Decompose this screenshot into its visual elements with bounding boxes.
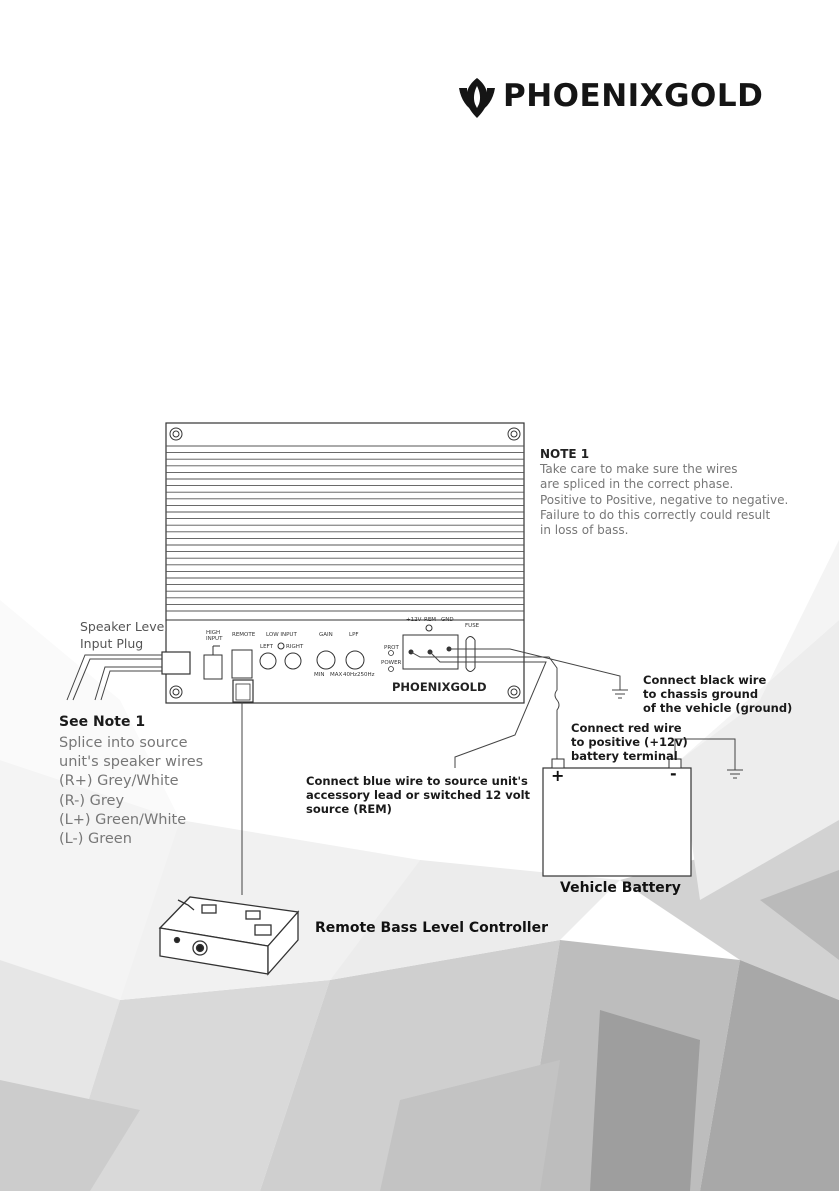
speaker-plug-label: Speaker Level Input Plug (80, 618, 168, 652)
callout-line: battery terminal (571, 748, 678, 763)
splice-line: (L-) Green (59, 831, 132, 848)
callout-line: Connect black wire (643, 673, 767, 687)
panel-max-label: MAX (330, 672, 343, 678)
panel-prot-label: PROT (384, 645, 399, 651)
corner-screws (169, 427, 521, 699)
panel-brand-logo: PHOENIXGOLD (392, 680, 487, 694)
panel-rem-label: REM (424, 617, 437, 623)
splice-instructions: Splice into source unit's speaker wires … (59, 734, 203, 849)
callout-line: Connect red wire (571, 721, 682, 735)
remote-controller-device (158, 896, 300, 976)
speaker-plug-line: Speaker Level (80, 619, 168, 634)
remote-controller-label: Remote Bass Level Controller (315, 920, 548, 936)
note-line: Positive to Positive, negative to negati… (540, 492, 789, 507)
fuse (465, 636, 476, 672)
brand-logo: PHOENIXGOLD (455, 74, 775, 126)
note-title: NOTE 1 (540, 447, 590, 461)
splice-line: Splice into source (59, 735, 188, 751)
speaker-input-plug (161, 651, 191, 675)
callout-line: to positive (+12v) (571, 734, 688, 749)
panel-fuse-label: FUSE (465, 623, 480, 629)
note-body: Take care to make sure the wires are spl… (540, 462, 830, 538)
phoenix-icon (459, 78, 495, 118)
remote-jack (231, 649, 253, 679)
panel-low-input-label: LOW INPUT (266, 632, 297, 638)
brand-name: PHOENIXGOLD (503, 78, 764, 114)
vehicle-battery (542, 767, 692, 877)
panel-high-input-label: HIGH INPUT (206, 630, 223, 642)
callout-line: of the vehicle (ground) (643, 700, 793, 715)
power-terminal (402, 624, 459, 670)
speaker-wires (66, 654, 162, 701)
remote-wire (429, 651, 547, 768)
note-line: in loss of bass. (540, 523, 629, 538)
callout-line: to chassis ground (643, 686, 759, 701)
panel-lpf-label: LPF (349, 632, 359, 638)
note-line: are spliced in the correct phase. (540, 477, 734, 492)
panel-right-label: RIGHT (286, 644, 304, 650)
callout-line: source (REM) (306, 801, 392, 816)
note-line: Failure to do this correctly could resul… (540, 507, 771, 522)
note-line: Take care to make sure the wires (540, 462, 738, 476)
panel-left-label: LEFT (260, 644, 273, 650)
high-input-connector (203, 645, 223, 680)
battery-ground-wire (674, 738, 736, 770)
panel-remote-label: REMOTE (232, 632, 256, 638)
callout-line: Connect blue wire to source unit's (306, 774, 528, 788)
positive-wire (410, 651, 560, 760)
red-wire-callout: Connect red wire to positive (+12v) batt… (571, 721, 688, 763)
low-input-rca (259, 642, 302, 670)
black-wire-callout: Connect black wire to chassis ground of … (643, 673, 793, 715)
panel-gnd-label: GND (441, 617, 454, 623)
splice-line: (R+) Grey/White (59, 773, 179, 790)
battery-ground-symbol (727, 769, 743, 779)
callout-line: accessory lead or switched 12 volt (306, 787, 531, 802)
battery-label: Vehicle Battery (560, 880, 681, 896)
gain-lpf-knobs (316, 650, 365, 670)
splice-line: (R-) Grey (59, 792, 125, 809)
panel-min-label: MIN (314, 672, 325, 678)
battery-plus-sign: + (551, 766, 565, 785)
splice-line: (L+) Green/White (59, 811, 187, 828)
panel-lpf-low-label: 40Hz (343, 672, 358, 678)
heatsink-fins (166, 445, 524, 612)
status-leds (388, 650, 394, 672)
chassis-ground-symbol (612, 689, 628, 699)
panel-gain-label: GAIN (319, 632, 333, 638)
see-note-label: See Note 1 (59, 714, 146, 730)
panel-12v-label: +12V (406, 617, 422, 623)
battery-positive-terminal (551, 758, 565, 769)
amplifier-body (165, 422, 525, 704)
battery-minus-sign: - (670, 764, 677, 783)
panel-lpf-high-label: 250Hz (357, 672, 375, 678)
splice-line: unit's speaker wires (59, 754, 204, 771)
ground-wire (449, 648, 621, 690)
blue-wire-callout: Connect blue wire to source unit's acces… (306, 774, 531, 816)
speaker-plug-line: Input Plug (80, 636, 144, 651)
panel-power-label: POWER (381, 660, 402, 666)
